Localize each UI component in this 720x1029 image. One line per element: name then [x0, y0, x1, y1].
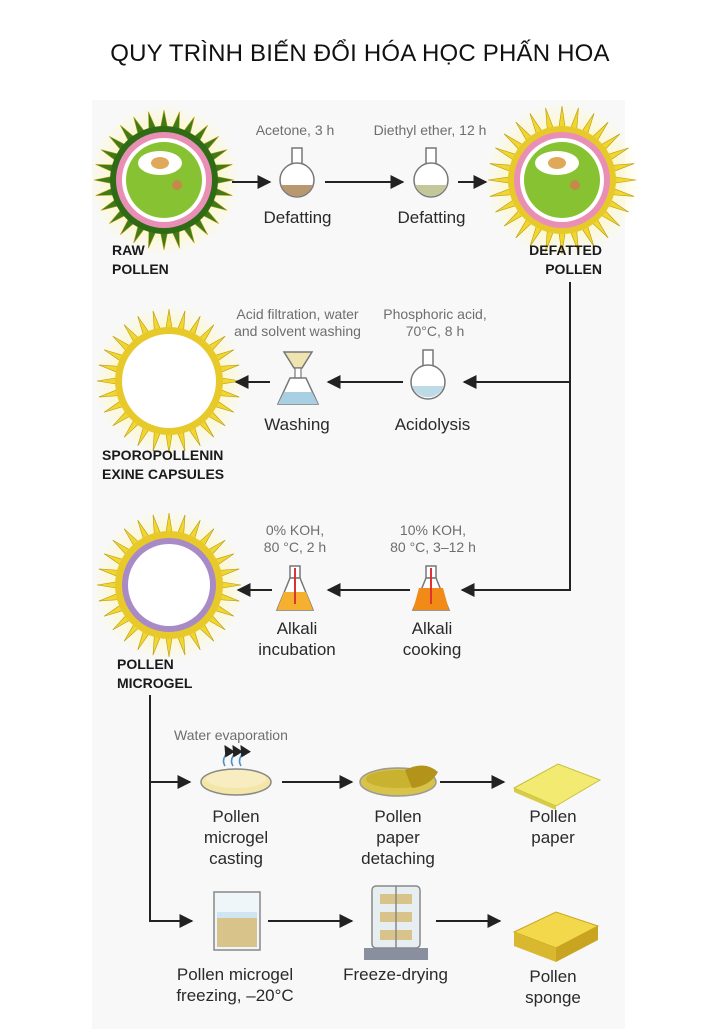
step-pollen-paper-detaching: Pollen paper detaching: [361, 807, 435, 868]
label-raw-pollen: RAW POLLEN: [112, 242, 169, 277]
condition-diethyl-ether: Diethyl ether, 12 h: [373, 122, 487, 138]
round-flask-icon: [279, 147, 315, 198]
condition-10-koh: 10% KOH, 80 °C, 3–12 h: [390, 522, 476, 555]
page-title: QUY TRÌNH BIẾN ĐỔI HÓA HỌC PHẤN HOA: [110, 40, 610, 67]
beaker-icon: [213, 891, 261, 951]
condition-water-evaporation: Water evaporation: [174, 727, 288, 743]
step-alkali-cooking: Alkali cooking: [402, 619, 462, 659]
label-pollen-microgel: POLLEN MICROGEL: [117, 656, 193, 691]
step-alkali-incubation: Alkali incubation: [258, 619, 336, 659]
arrow: [460, 382, 571, 597]
filter-funnel-icon: [276, 351, 320, 405]
condition-washing: Acid filtration, water and solvent washi…: [234, 306, 361, 339]
sporopollenin-capsule-icon: [93, 305, 245, 457]
round-flask-icon: [413, 147, 449, 198]
step-defatting-2: Defatting: [397, 208, 466, 227]
round-flask-icon: [410, 349, 446, 400]
step-pollen-microgel-freezing: Pollen microgel freezing, –20°C: [176, 965, 294, 1005]
step-acidolysis: Acidolysis: [394, 415, 471, 434]
condition-0-koh: 0% KOH, 80 °C, 2 h: [263, 522, 327, 555]
label-sporopollenin-exine-capsules: SPOROPOLLENIN EXINE CAPSULES: [102, 447, 225, 482]
step-freeze-drying: Freeze-drying: [343, 965, 448, 984]
pollen-microgel-icon: [93, 509, 245, 661]
pollen-paper-icon: [512, 763, 602, 810]
condition-phosphoric-acid: Phosphoric acid, 70°C, 8 h: [383, 306, 487, 339]
erlenmeyer-flask-icon: [275, 565, 315, 611]
step-pollen-microgel-casting: Pollen microgel casting: [203, 807, 269, 868]
evaporation-arrows-icon: [222, 745, 251, 767]
step-washing: Washing: [264, 415, 330, 434]
label-defatted-pollen: DEFATTED POLLEN: [529, 242, 602, 277]
pollen-paper-detaching-icon: [359, 765, 438, 797]
condition-acetone: Acetone, 3 h: [255, 122, 335, 138]
freeze-dryer-icon: [364, 885, 428, 960]
erlenmeyer-flask-icon: [411, 565, 451, 611]
step-pollen-sponge: Pollen sponge: [525, 967, 581, 1007]
petri-dish-icon: [200, 745, 272, 796]
raw-pollen-icon: [88, 104, 240, 256]
defatted-pollen-icon: [484, 102, 640, 258]
arrow: [149, 782, 194, 928]
pollen-sponge-icon: [512, 911, 600, 962]
step-defatting-1: Defatting: [263, 208, 332, 227]
step-pollen-paper: Pollen paper: [529, 807, 577, 847]
